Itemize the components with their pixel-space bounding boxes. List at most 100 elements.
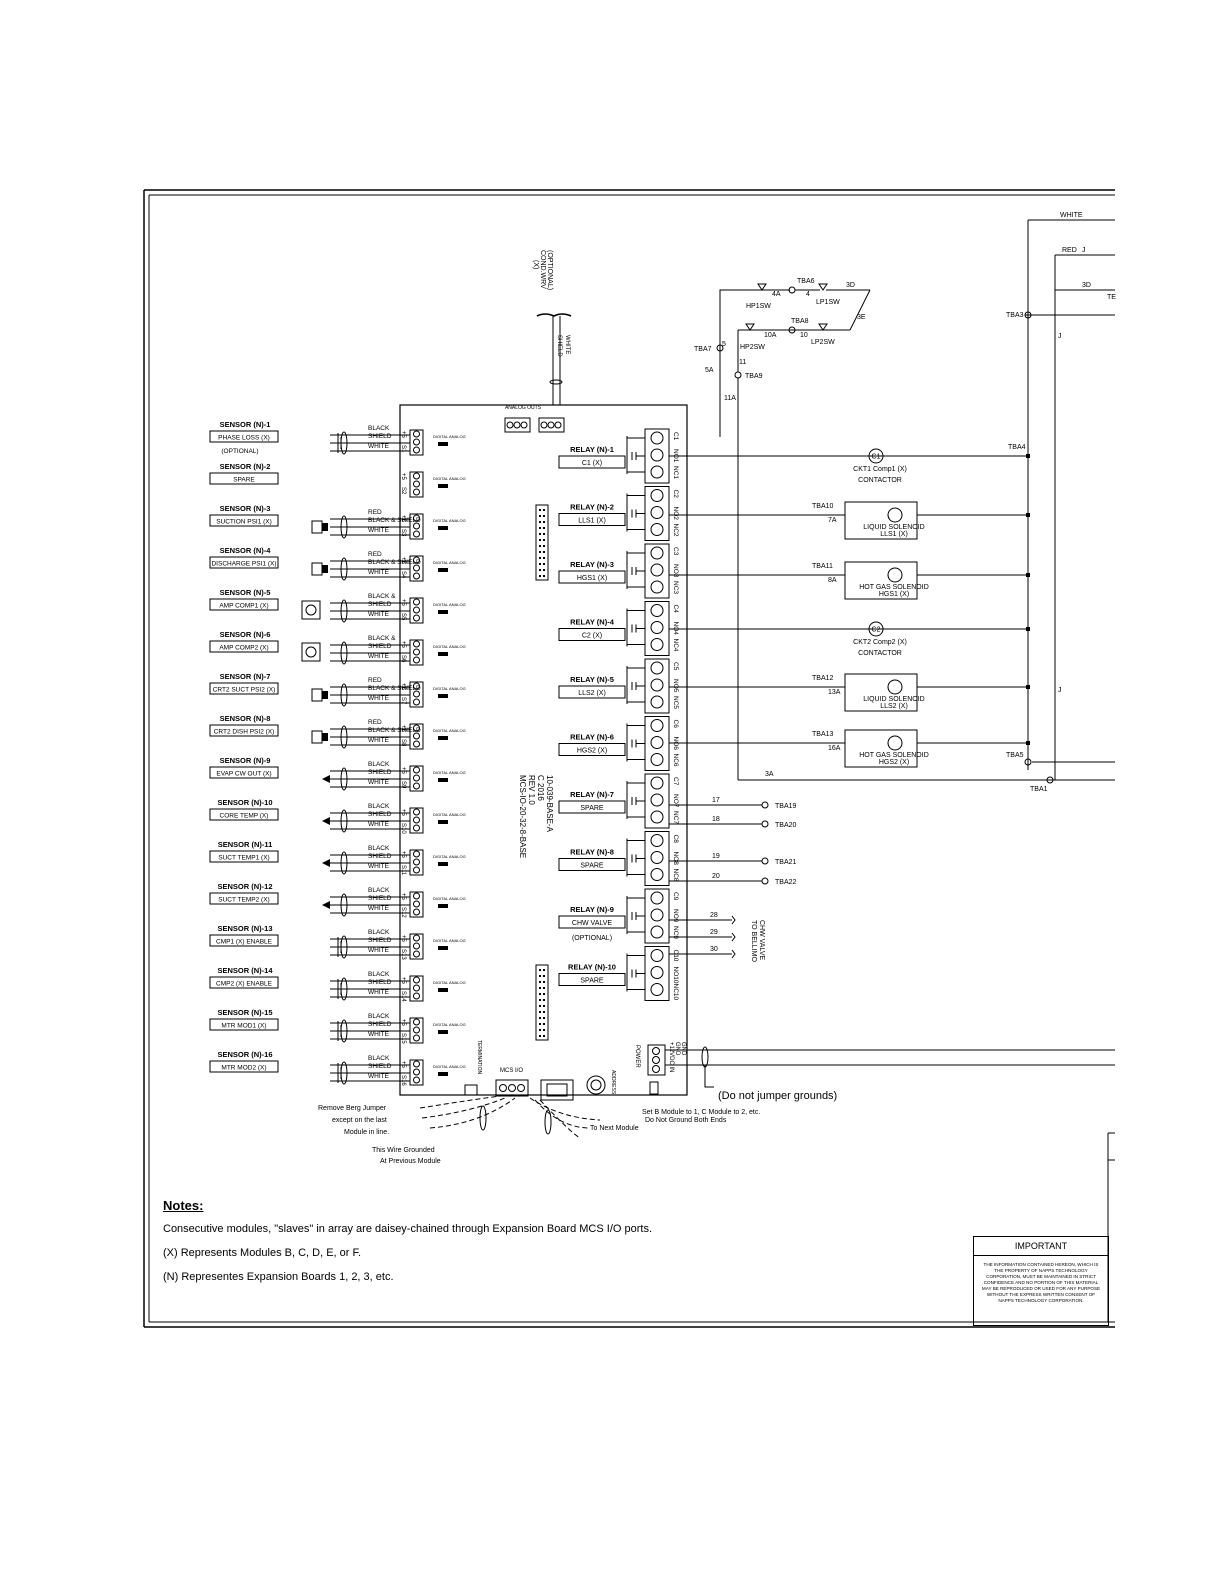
jumper (438, 568, 448, 572)
wire-label: BLACK (368, 845, 390, 852)
svg-text:S2: S2 (400, 487, 406, 495)
sensor-label: MTR MOD2 (X) (221, 1065, 266, 1072)
sensor-label: AMP COMP1 (X) (219, 603, 268, 610)
svg-text:S5: S5 (400, 613, 406, 621)
chw-wire-1: 28 (669, 912, 736, 925)
wire-label: BLACK (368, 1013, 390, 1020)
svg-text:At Previous Module: At Previous Module (380, 1158, 441, 1165)
jumper (438, 736, 448, 740)
sensor-label-box (209, 430, 279, 443)
relay-label-box (558, 858, 626, 871)
svg-text:HP1SW: HP1SW (746, 303, 771, 310)
svg-text:LP2SW: LP2SW (811, 339, 835, 346)
jumper (438, 946, 448, 950)
jumper (438, 484, 448, 488)
wire-label: SHIELD (368, 811, 392, 818)
load-name: CKT1 Comp1 (X) (853, 466, 907, 473)
note-line: Consecutive modules, "slaves" in array a… (163, 1223, 652, 1235)
svg-text:This Wire Grounded: This Wire Grounded (372, 1147, 435, 1154)
analog-outs-connector: ANALOG OUTS (504, 405, 565, 433)
wire-label: SHIELD (368, 979, 392, 986)
sensor-label-box (209, 850, 279, 863)
svg-text:SHIELD: SHIELD (556, 335, 562, 357)
svg-text:J: J (1058, 687, 1062, 694)
wire-label: BLACK & SHIELD (368, 685, 421, 692)
svg-text:NC10: NC10 (672, 984, 679, 1001)
svg-text:NO10: NO10 (672, 967, 679, 984)
svg-text:NC4: NC4 (672, 639, 679, 652)
svg-text:TBA8: TBA8 (791, 318, 809, 325)
solenoid-coil (887, 735, 903, 751)
relay-label-box (558, 685, 626, 699)
solenoid-box (844, 561, 918, 600)
relay-label-box (558, 628, 626, 641)
sensor-terminal (409, 891, 424, 918)
svg-text:C1: C1 (672, 432, 679, 441)
relay-label: CHW VALVE (572, 920, 613, 927)
svg-text:10: 10 (800, 332, 808, 339)
relay-label: SPARE (580, 863, 604, 870)
digital-analog-label: DIGITAL ANALOG (433, 812, 466, 817)
wire-number: 13A (828, 689, 841, 696)
sensor-label-box (209, 682, 279, 695)
wire-label: BLACK (368, 425, 390, 432)
digital-analog-label: DIGITAL ANALOG (433, 686, 466, 691)
wire-label: BLACK & SHIELD (368, 727, 421, 734)
sensor-title: SENSOR (N)-9 (220, 756, 271, 765)
svg-text:(OPTIONAL): (OPTIONAL) (546, 250, 553, 290)
chw-valve-label: TO BELLIMO CHW VALVE (750, 920, 765, 962)
svg-text:COND.WRV: COND.WRV (539, 250, 546, 289)
solenoid-box (844, 501, 918, 540)
svg-text:NC7: NC7 (672, 811, 679, 824)
jumper (438, 904, 448, 908)
tba-label: TBA11 (812, 563, 833, 570)
relay-terminal (644, 831, 670, 886)
relay-label: HGS1 (X) (577, 575, 607, 582)
svg-text:3E: 3E (857, 314, 866, 321)
sensor-terms: +5S6 (400, 641, 406, 663)
sensor-title: SENSOR (N)-11 (218, 840, 273, 849)
solenoid-coil (887, 507, 903, 523)
sensor-sub: (OPTIONAL) (221, 448, 258, 455)
sensor-title: SENSOR (N)-1 (220, 420, 271, 429)
notes-block: Notes: Consecutive modules, "slaves" in … (163, 1198, 652, 1295)
svg-text:REV 1.0: REV 1.0 (527, 775, 536, 805)
svg-text:S8: S8 (400, 739, 406, 747)
relay-title: RELAY (N)-10 (568, 963, 616, 972)
wire-label: WHITE (368, 1031, 390, 1038)
sensor-label-box (209, 808, 279, 821)
load-name: HOT GAS SOLENOID (859, 752, 929, 759)
svg-text:S1: S1 (400, 445, 406, 453)
wire-label: WHITE (368, 1073, 390, 1080)
svg-text:WHITE: WHITE (1060, 212, 1083, 219)
svg-text:TO BELLIMO: TO BELLIMO (750, 920, 757, 962)
wire-label: WHITE (368, 737, 390, 744)
wire-number: 7A (828, 517, 837, 524)
sensor-title: SENSOR (N)-5 (220, 588, 271, 597)
sensor-title: SENSOR (N)-13 (217, 924, 272, 933)
svg-text:NC3: NC3 (672, 581, 679, 594)
digital-analog-label: DIGITAL ANALOG (433, 1022, 466, 1027)
jumper (438, 610, 448, 614)
relay-label: C2 (X) (582, 633, 602, 640)
important-body: THE INFORMATION CONTAINED HEREON, WHICH … (981, 1262, 1101, 1303)
svg-text:3A: 3A (765, 771, 774, 778)
wire-label: WHITE (368, 443, 390, 450)
sensor-terms: +5S5 (400, 599, 406, 621)
sensor-label-box (209, 556, 279, 569)
sensor-title: SENSOR (N)-14 (217, 966, 273, 975)
notes-title: Notes: (163, 1198, 204, 1213)
svg-text:+5: +5 (400, 473, 406, 481)
wire-label: WHITE (368, 653, 390, 660)
